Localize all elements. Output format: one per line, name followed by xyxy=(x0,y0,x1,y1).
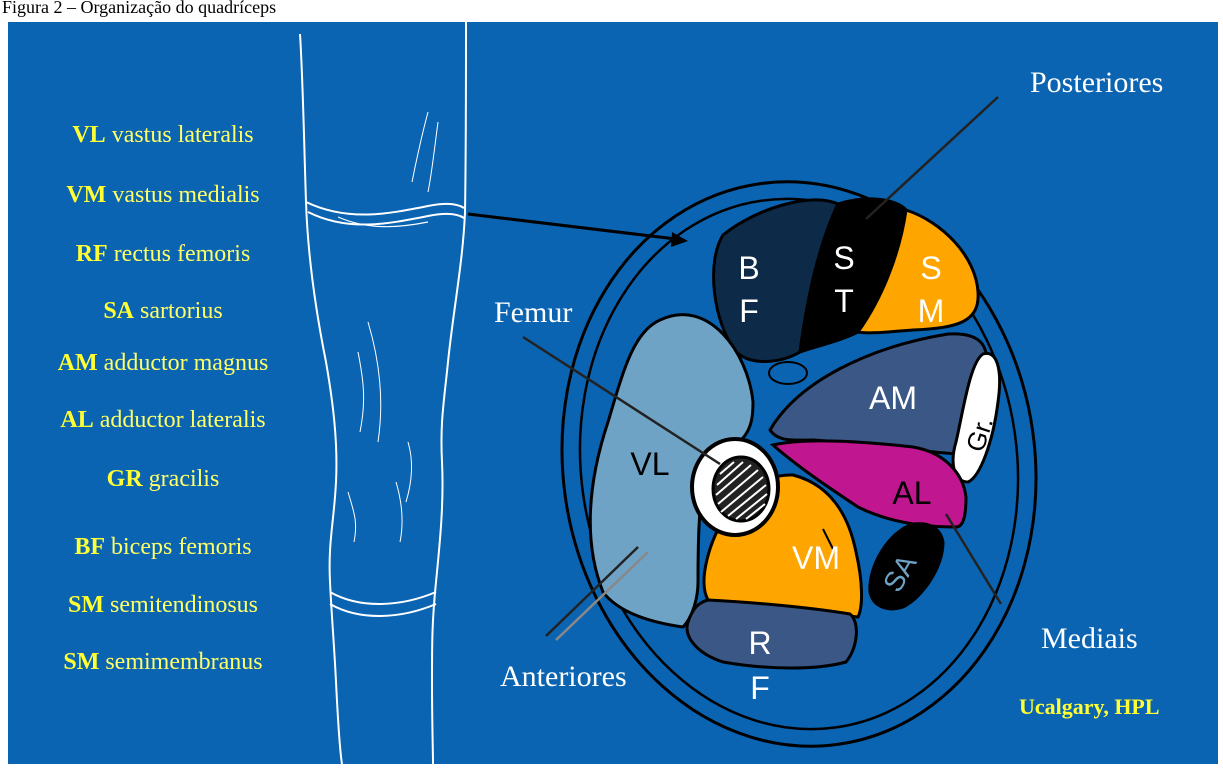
label-sm-2: M xyxy=(918,293,945,329)
muscle-small-oval xyxy=(769,362,807,384)
label-anteriores: Anteriores xyxy=(500,660,627,694)
diagram-slide: VL vastus lateralis VM vastus medialis R… xyxy=(8,22,1218,764)
label-bf-2: F xyxy=(739,293,759,329)
label-am: AM xyxy=(869,380,917,416)
label-rf-2: F xyxy=(750,670,770,706)
label-mediais: Mediais xyxy=(1041,622,1138,656)
label-st-1: S xyxy=(833,240,854,276)
label-posteriores: Posteriores xyxy=(1030,66,1163,100)
label-al: AL xyxy=(892,475,931,511)
label-sm-1: S xyxy=(920,250,941,286)
label-rf-1: R xyxy=(748,625,771,661)
label-st-2: T xyxy=(834,283,854,319)
label-femur: Femur xyxy=(494,296,572,330)
credit-text: Ucalgary, HPL xyxy=(1019,694,1160,720)
label-vl: VL xyxy=(630,446,669,482)
figure-caption-header: Figura 2 – Organização do quadríceps xyxy=(0,0,1223,22)
muscle-rf xyxy=(687,600,856,668)
leg-sketch xyxy=(300,22,466,764)
label-vm: VM xyxy=(792,540,840,576)
thigh-diagram: B F S T S M AM Gr. VL AL VM SA R F xyxy=(8,22,1218,764)
label-bf-1: B xyxy=(738,250,759,286)
